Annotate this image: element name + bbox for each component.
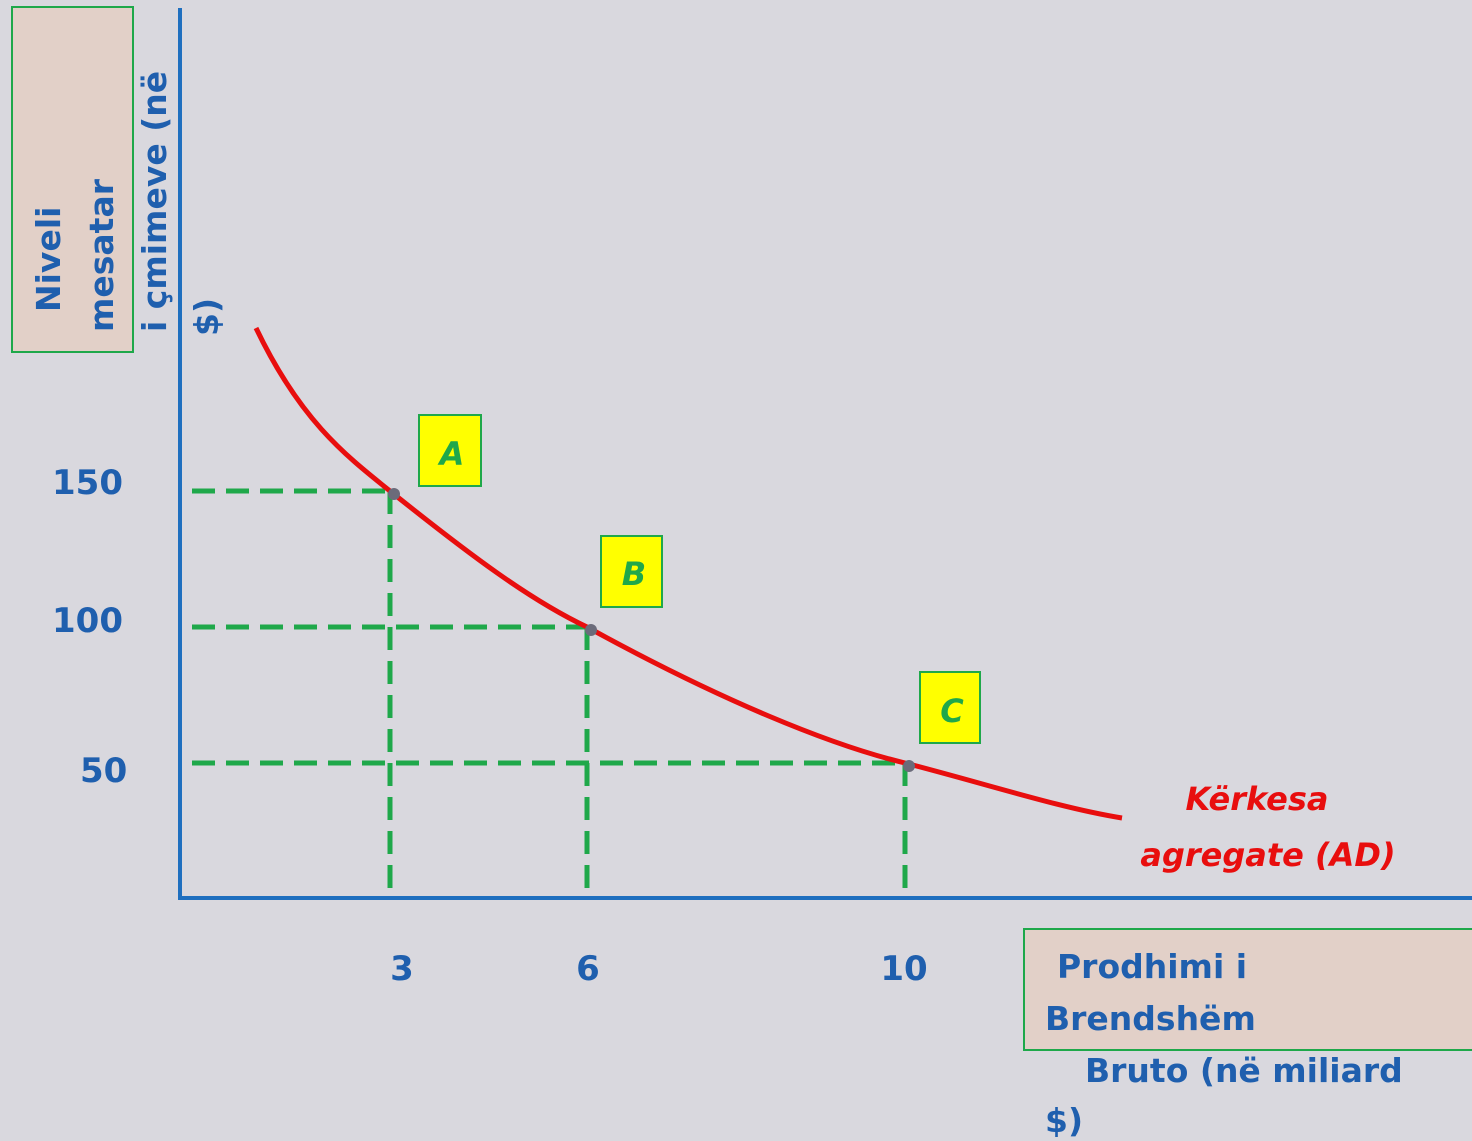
curve-name: Kërkesa agregate (AD) bbox=[1140, 780, 1395, 874]
y-tick-50: 50 bbox=[80, 751, 127, 791]
y-axis-label: Niveli mesatar i çmimeve (në $) bbox=[29, 71, 226, 336]
x-tick-10: 10 bbox=[880, 949, 927, 989]
x-axis-label-line-1: Prodhimi i bbox=[1057, 947, 1247, 986]
x-axis-label-line-3: Bruto (në miliard bbox=[1085, 1051, 1403, 1090]
point-marker-A bbox=[388, 488, 400, 500]
y-axis-label-line-4: $) bbox=[187, 298, 226, 336]
x-axis-label-line-4: $) bbox=[1045, 1101, 1083, 1140]
x-tick-6: 6 bbox=[576, 949, 600, 989]
y-axis-label-box bbox=[11, 6, 134, 353]
y-tick-100: 100 bbox=[52, 601, 123, 641]
curve-name-line-1: Kërkesa bbox=[1185, 780, 1328, 818]
point-label-C: C bbox=[919, 671, 981, 744]
guide-lines bbox=[192, 488, 908, 898]
point-label-text-A: A bbox=[437, 435, 465, 473]
point-label-text-B: B bbox=[622, 555, 646, 593]
point-label-B: B bbox=[600, 535, 663, 608]
curve-name-line-2: agregate (AD) bbox=[1140, 836, 1395, 874]
x-axis-label: Prodhimi i Brendshëm Bruto (në miliard $… bbox=[1045, 947, 1403, 1140]
y-axis-label-line-2: mesatar bbox=[82, 178, 121, 332]
point-marker-B bbox=[585, 624, 597, 636]
point-label-A: A bbox=[418, 414, 482, 487]
x-axis-label-box bbox=[1023, 928, 1472, 1051]
point-label-text-C: C bbox=[940, 692, 964, 730]
ad-curve bbox=[253, 326, 1123, 821]
y-axis-label-line-3: i çmimeve (në bbox=[135, 71, 174, 332]
point-markers bbox=[388, 488, 915, 772]
y-tick-150: 150 bbox=[52, 463, 123, 503]
point-marker-C bbox=[903, 760, 915, 772]
y-axis-label-line-1: Niveli bbox=[29, 207, 68, 312]
x-axis-label-line-2: Brendshëm bbox=[1045, 999, 1256, 1038]
x-tick-3: 3 bbox=[390, 949, 414, 989]
